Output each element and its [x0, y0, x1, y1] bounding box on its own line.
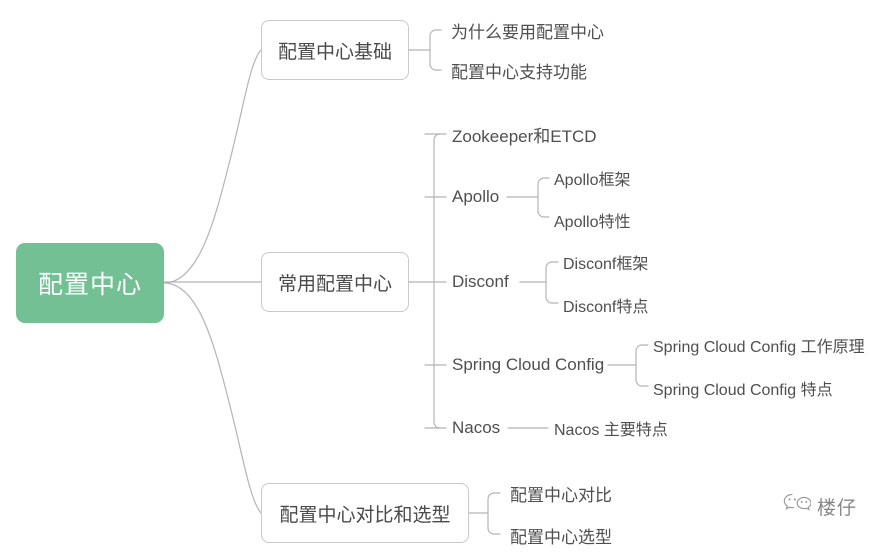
leaf-disconf-framework[interactable]: Disconf框架	[563, 252, 649, 273]
branch-node-common[interactable]: 常用配置中心	[261, 252, 409, 312]
leaf-nacos-main-characteristics-label: Nacos 主要特点	[554, 422, 668, 439]
leaf-why-config-center[interactable]: 为什么要用配置中心	[451, 19, 604, 42]
edge-compare-bracket	[487, 492, 501, 535]
wechat-icon	[783, 492, 812, 521]
edge-apollo-bracket	[537, 177, 550, 218]
root-node[interactable]: 配置中心	[16, 243, 164, 323]
leaf-disconf-characteristics[interactable]: Disconf特点	[563, 295, 649, 316]
node-nacos[interactable]: Nacos	[452, 417, 500, 439]
leaf-disconf-framework-label: Disconf框架	[563, 256, 649, 273]
branch-node-basics[interactable]: 配置中心基础	[261, 20, 409, 80]
edge-basics-bracket	[429, 29, 442, 71]
branch-node-basics-label: 配置中心基础	[277, 41, 392, 63]
leaf-config-center-features[interactable]: 配置中心支持功能	[451, 59, 587, 82]
leaf-scc-characteristics-label: Spring Cloud Config 特点	[653, 382, 833, 399]
watermark-text: 楼仔	[817, 498, 858, 519]
node-apollo-label: Apollo	[452, 187, 500, 206]
node-disconf[interactable]: Disconf	[452, 271, 509, 293]
leaf-apollo-characteristics-label: Apollo特性	[554, 214, 631, 231]
leaf-scc-working-principle[interactable]: Spring Cloud Config 工作原理	[653, 335, 865, 356]
branch-node-compare-selection-label: 配置中心对比和选型	[279, 504, 451, 526]
watermark: 楼仔	[783, 492, 857, 521]
edge-scc-bracket	[635, 344, 649, 387]
edge-root-to-basics	[163, 49, 262, 284]
branch-node-compare-selection[interactable]: 配置中心对比和选型	[261, 483, 469, 543]
leaf-config-center-selection[interactable]: 配置中心选型	[510, 524, 612, 547]
leaf-scc-working-principle-label: Spring Cloud Config 工作原理	[653, 339, 865, 356]
leaf-apollo-characteristics[interactable]: Apollo特性	[554, 210, 631, 231]
edge-disconf-bracket	[545, 261, 559, 304]
leaf-nacos-main-characteristics[interactable]: Nacos 主要特点	[554, 418, 668, 439]
node-apollo[interactable]: Apollo	[452, 186, 499, 208]
node-disconf-label: Disconf	[452, 272, 509, 291]
leaf-config-center-selection-label: 配置中心选型	[510, 527, 612, 547]
leaf-config-center-features-label: 配置中心支持功能	[451, 62, 587, 82]
node-nacos-label: Nacos	[452, 418, 501, 437]
root-node-label: 配置中心	[37, 271, 142, 299]
branch-node-common-label: 常用配置中心	[277, 273, 392, 295]
node-zookeeper-etcd-label: Zookeeper和ETCD	[452, 126, 597, 146]
leaf-config-center-comparison[interactable]: 配置中心对比	[510, 482, 612, 505]
node-spring-cloud-config[interactable]: Spring Cloud Config	[452, 354, 604, 376]
node-zookeeper-etcd[interactable]: Zookeeper和ETCD	[452, 123, 597, 146]
edge-root-to-compare	[163, 282, 262, 514]
node-spring-cloud-config-label: Spring Cloud Config	[452, 355, 605, 374]
leaf-why-config-center-label: 为什么要用配置中心	[451, 22, 604, 42]
leaf-scc-characteristics[interactable]: Spring Cloud Config 特点	[653, 378, 833, 399]
edge-common-spine	[433, 133, 447, 429]
leaf-apollo-framework[interactable]: Apollo框架	[554, 168, 631, 189]
leaf-config-center-comparison-label: 配置中心对比	[510, 485, 612, 505]
leaf-disconf-characteristics-label: Disconf特点	[563, 299, 649, 316]
leaf-apollo-framework-label: Apollo框架	[554, 172, 631, 189]
